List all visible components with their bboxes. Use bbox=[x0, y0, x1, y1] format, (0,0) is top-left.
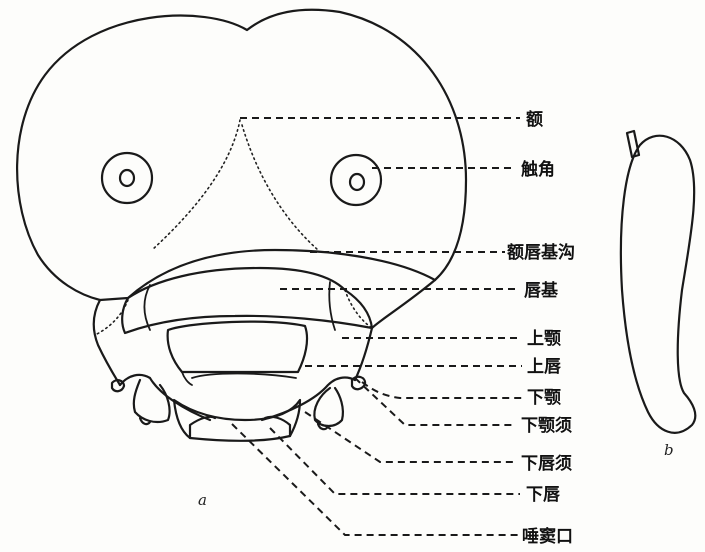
label-xiae: 下颚 bbox=[527, 388, 561, 408]
label-xiachun-xu: 下唇须 bbox=[521, 454, 572, 474]
leader-tuodou-kou bbox=[231, 423, 520, 536]
clypeus bbox=[121, 266, 374, 335]
left-antenna-socket bbox=[100, 151, 154, 205]
left-mandible-outline bbox=[92, 298, 122, 387]
right-mandible-outline bbox=[353, 278, 437, 382]
galea-left bbox=[132, 378, 171, 424]
label-e-chunji-gou: 额唇基沟 bbox=[507, 242, 575, 263]
right-antenna-socket bbox=[329, 153, 383, 207]
frontal-suture-left bbox=[151, 119, 241, 251]
mandible-tip bbox=[625, 129, 641, 159]
frontal-suture-right bbox=[241, 124, 319, 251]
maxilla-left bbox=[118, 373, 212, 422]
labrum bbox=[166, 320, 309, 374]
leader-xiae-xu bbox=[354, 377, 516, 426]
panel-label-a: a bbox=[198, 491, 207, 509]
head-capsule bbox=[16, 8, 468, 302]
label-chujiao: 触角 bbox=[520, 159, 555, 180]
leader-xiae bbox=[361, 381, 524, 399]
label-chunji: 唇基 bbox=[524, 280, 559, 301]
label-shange: 上颚 bbox=[527, 329, 561, 349]
label-e: 额 bbox=[526, 109, 543, 130]
panel-label-b: b bbox=[664, 441, 674, 459]
leader-xiachun bbox=[269, 427, 520, 495]
label-tuodou-kou: 唾窦口 bbox=[522, 526, 573, 547]
leader-xiachun-xu bbox=[304, 411, 516, 463]
label-xiae-xu: 下颚须 bbox=[521, 416, 572, 436]
labial-palp-left bbox=[110, 379, 126, 393]
clypeal-suture-right bbox=[344, 289, 373, 329]
mandible-side-view bbox=[619, 129, 697, 434]
label-shangchun: 上唇 bbox=[527, 357, 562, 377]
label-xiachun: 下唇 bbox=[526, 485, 561, 505]
